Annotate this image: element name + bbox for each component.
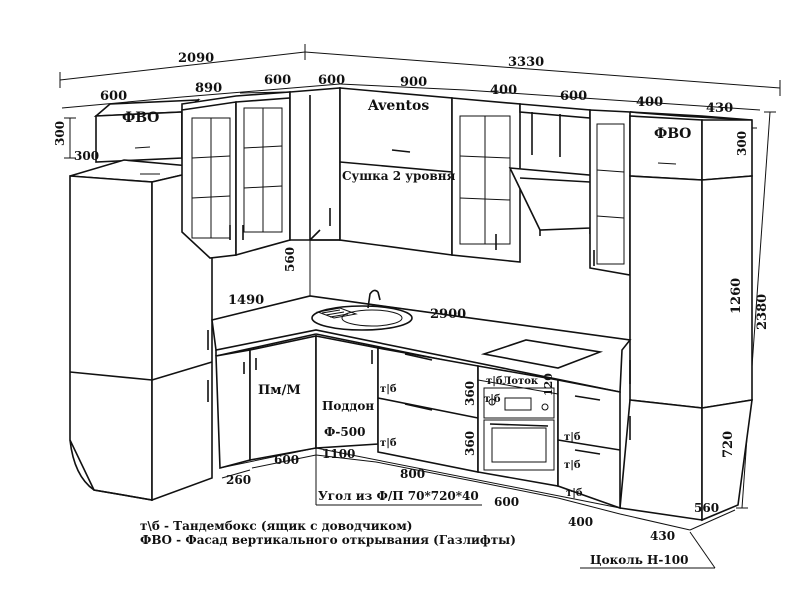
dim-1260: 1260 bbox=[729, 278, 744, 314]
label-f500: Ф-500 bbox=[324, 425, 365, 439]
label-tb-5: т|б bbox=[564, 460, 581, 471]
hood-area bbox=[508, 103, 601, 236]
dim-2900: 2900 bbox=[430, 307, 466, 322]
label-tb-6: т|б bbox=[566, 488, 583, 499]
dim-300-left-h: 300 bbox=[74, 149, 99, 163]
dim-600-a: 600 bbox=[264, 73, 291, 88]
dim-2380: 2380 bbox=[755, 294, 770, 330]
dim-1100: 1100 bbox=[322, 447, 355, 461]
dim-1490: 1490 bbox=[228, 293, 264, 308]
label-dishwasher: Пм/М bbox=[258, 383, 301, 398]
dim-300-right-v: 300 bbox=[735, 131, 749, 156]
legend-line-1: т\б - Тандембокс (ящик с доводчиком) bbox=[140, 519, 412, 533]
label-fvo-left: ФВО bbox=[122, 110, 159, 126]
top-dimension-lines bbox=[59, 44, 781, 111]
lower-cabinets bbox=[215, 335, 621, 510]
cooktop-icon bbox=[480, 339, 604, 369]
dim-430-top: 430 bbox=[706, 101, 733, 116]
faucet-icon bbox=[367, 289, 379, 309]
dim-260: 260 bbox=[226, 473, 251, 487]
right-glass-cabinet bbox=[589, 109, 631, 276]
dim-600-c: 600 bbox=[560, 89, 587, 104]
dim-560-right: 560 bbox=[694, 501, 719, 515]
label-aventos: Aventos bbox=[367, 98, 429, 114]
dim-600-base: 600 bbox=[274, 453, 299, 467]
label-tb-4: т|б bbox=[564, 432, 581, 443]
corner-cabinet bbox=[289, 87, 341, 241]
middle-glass-cabinet bbox=[451, 97, 521, 263]
dim-120: 120 bbox=[542, 373, 555, 396]
dim-360-a: 360 bbox=[463, 381, 477, 406]
label-tb-1: т|б bbox=[380, 384, 397, 395]
dim-400-floor: 400 bbox=[568, 515, 593, 529]
dim-800: 800 bbox=[400, 467, 425, 481]
label-fvo-right: ФВО bbox=[654, 126, 691, 142]
dim-560-wall: 560 bbox=[283, 247, 297, 272]
aventos-cabinet bbox=[309, 87, 453, 256]
dim-430-bottom: 430 bbox=[650, 529, 675, 543]
right-fvo-cabinet bbox=[629, 111, 753, 181]
dim-400-a: 400 bbox=[490, 83, 517, 98]
dim-600-b: 600 bbox=[318, 73, 345, 88]
label-dryer: Сушка 2 уровня bbox=[342, 169, 455, 183]
dim-600-floor: 600 bbox=[494, 495, 519, 509]
dim-720-right: 720 bbox=[721, 431, 736, 458]
label-corner: Угол из Ф/П 70*720*40 bbox=[318, 489, 479, 503]
left-glass-cabinets bbox=[181, 91, 291, 259]
right-tall-column bbox=[619, 175, 753, 522]
label-plinth: Цоколь Н-100 bbox=[590, 553, 688, 567]
dim-360-b: 360 bbox=[463, 431, 477, 456]
dim-890: 890 bbox=[195, 81, 222, 96]
hood-icon bbox=[508, 167, 601, 231]
dim-total-left: 2090 bbox=[178, 51, 214, 66]
dim-300-left-v: 300 bbox=[53, 121, 67, 146]
oven-icon bbox=[483, 387, 555, 419]
sink-icon bbox=[311, 305, 413, 331]
label-tb-lotok: т|бЛоток bbox=[486, 376, 539, 387]
dim-600-left-top: 600 bbox=[100, 89, 127, 104]
label-tray: Поддон bbox=[322, 399, 374, 413]
label-tb-3: т|б bbox=[484, 394, 501, 405]
dim-900: 900 bbox=[400, 75, 427, 90]
floor-dimension-lines bbox=[221, 448, 736, 569]
left-dimension-lines bbox=[64, 117, 76, 159]
label-tb-2: т|б bbox=[380, 438, 397, 449]
fridge bbox=[69, 159, 213, 502]
dim-400-b: 400 bbox=[636, 95, 663, 110]
dim-total-back: 3330 bbox=[508, 55, 544, 70]
legend-line-2: ФВО - Фасад вертикального открывания (Га… bbox=[140, 533, 516, 547]
